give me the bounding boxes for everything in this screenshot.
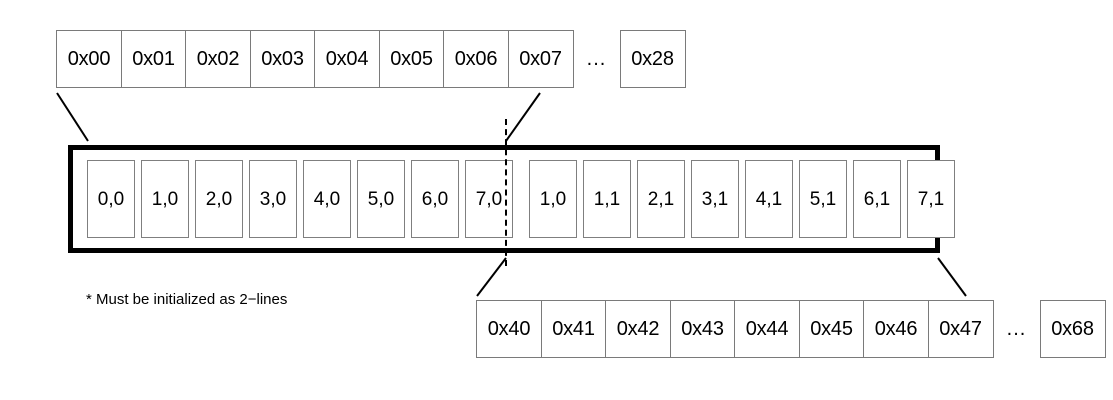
address-cell: 0x00 — [56, 30, 122, 88]
ellipsis-separator: ... — [586, 47, 607, 70]
address-cell: 0x03 — [249, 30, 316, 88]
address-cell: 0x47 — [927, 300, 994, 358]
address-cell: 0x42 — [605, 300, 671, 358]
cache-slot: 1,1 — [583, 160, 631, 238]
ellipsis-separator: ... — [1006, 317, 1027, 340]
address-cell: 0x45 — [798, 300, 865, 358]
top-address-row: 0x00 0x01 0x02 0x03 0x04 0x05 0x06 0x07 … — [56, 30, 686, 88]
connector-bottom-right — [937, 257, 967, 297]
connector-top-right — [505, 92, 541, 142]
address-cell: 0x05 — [378, 30, 445, 88]
cache-slot: 2,1 — [637, 160, 685, 238]
slot-split-spacer — [519, 160, 523, 238]
cache-slot: 1,0 — [141, 160, 189, 238]
cache-slot: 6,0 — [411, 160, 459, 238]
address-cell: 0x02 — [185, 30, 251, 88]
address-cell: 0x46 — [863, 300, 929, 358]
cache-slot-group: 0,0 1,0 2,0 3,0 4,0 5,0 6,0 7,0 1,0 1,1 … — [87, 160, 955, 238]
connector-bottom-left — [476, 257, 507, 297]
connector-top-left — [56, 92, 89, 142]
address-cell: 0x04 — [314, 30, 380, 88]
address-cell: 0x01 — [120, 30, 187, 88]
cache-slot: 3,1 — [691, 160, 739, 238]
footnote-text: * Must be initialized as 2−lines — [86, 291, 288, 308]
cache-slot: 4,0 — [303, 160, 351, 238]
address-cell: 0x43 — [669, 300, 736, 358]
address-cell: 0x40 — [476, 300, 542, 358]
address-cell: 0x44 — [734, 300, 800, 358]
cache-slot: 5,0 — [357, 160, 405, 238]
cache-slot: 0,0 — [87, 160, 135, 238]
address-cell: 0x41 — [540, 300, 607, 358]
cache-slot: 4,1 — [745, 160, 793, 238]
address-cell-tail: 0x68 — [1039, 300, 1106, 358]
bottom-address-row: 0x40 0x41 0x42 0x43 0x44 0x45 0x46 0x47 … — [476, 300, 1106, 358]
cache-slot: 3,0 — [249, 160, 297, 238]
cache-slot: 1,0 — [529, 160, 577, 238]
cache-slot: 2,0 — [195, 160, 243, 238]
cache-slot: 7,1 — [907, 160, 955, 238]
address-cell-tail: 0x28 — [619, 30, 686, 88]
address-cell: 0x06 — [443, 30, 509, 88]
cache-slot: 5,1 — [799, 160, 847, 238]
address-cell: 0x07 — [507, 30, 574, 88]
line-split-dashed-marker — [505, 119, 507, 266]
cache-line-buffer: 0,0 1,0 2,0 3,0 4,0 5,0 6,0 7,0 1,0 1,1 … — [68, 145, 955, 253]
cache-slot: 6,1 — [853, 160, 901, 238]
